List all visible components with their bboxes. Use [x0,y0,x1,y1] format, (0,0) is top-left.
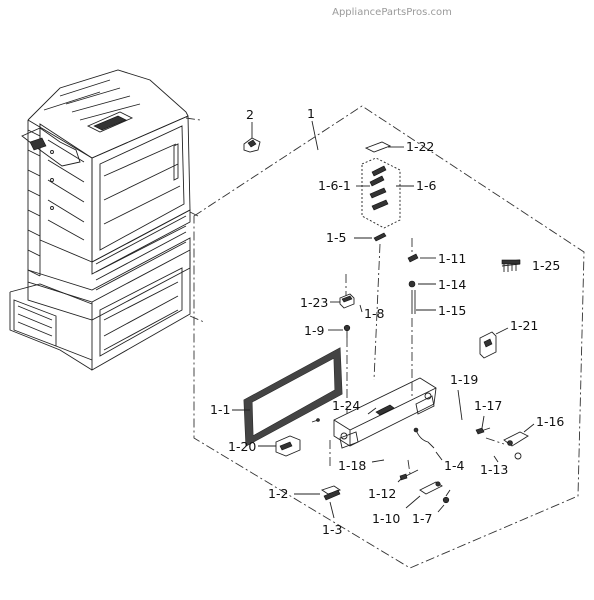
part-1-4-wire [413,427,435,449]
callout-1-16: 1-16 [536,414,564,429]
part-1-5-clip [373,232,387,242]
part-1-6-bracket-set [361,157,401,229]
part-1-20-hinge-cover [275,435,301,457]
callout-1-19: 1-19 [450,372,478,387]
callout-1-2: 1-2 [268,486,288,501]
callout-1-5: 1-5 [326,230,346,245]
part-1-14-screw [408,280,416,288]
part-1-22-cap [364,141,392,153]
part-1-1-gasket [243,347,343,447]
callout-1-12: 1-12 [368,486,396,501]
part-1-24-main-housing [333,377,437,449]
part-1-23-bracket [339,293,355,309]
callout-1-7: 1-7 [412,511,432,526]
callout-1-17: 1-17 [474,398,502,413]
part-1-15-rod [411,290,416,314]
callout-1-1: 1-1 [210,402,230,417]
callout-1-24: 1-24 [332,398,360,413]
part-2-bracket [243,122,261,153]
part-1-9-screw [343,324,351,338]
part-1-25-screws [501,259,521,272]
watermark-text: AppliancePartsPros.com [332,7,452,18]
callout-1-25: 1-25 [532,258,560,273]
part-1-21-bracket [479,331,497,359]
part-1-17-pin [475,427,491,435]
callout-1-4: 1-4 [444,458,464,473]
callout-2: 2 [246,107,254,122]
callout-1-22: 1-22 [406,139,434,154]
part-1-10-link [419,481,443,495]
assembly-boundary [193,105,585,569]
callout-1-14: 1-14 [438,277,466,292]
callout-1-11: 1-11 [438,251,466,266]
callout-1-3: 1-3 [322,522,342,537]
part-1-2-slide [320,485,342,501]
callout-1-6-1: 1-6-1 [318,178,351,193]
callout-1-8: 1-8 [364,306,384,321]
callout-1: 1 [307,106,315,121]
callout-1-10: 1-10 [372,511,400,526]
refrigerator-cabinet-drawing [9,69,191,371]
callout-1-13: 1-13 [480,462,508,477]
callout-1-9: 1-9 [304,323,324,338]
callout-1-18: 1-18 [338,458,366,473]
callout-1-23: 1-23 [300,295,328,310]
part-1-11-pin [407,253,419,263]
callout-1-20: 1-20 [228,439,256,454]
callout-1-21: 1-21 [510,318,538,333]
part-1-16-cam [503,431,529,460]
part-1-7-screw [442,489,451,504]
callout-1-15: 1-15 [438,303,466,318]
callout-1-6: 1-6 [416,178,436,193]
part-1-12-lever [399,469,419,481]
